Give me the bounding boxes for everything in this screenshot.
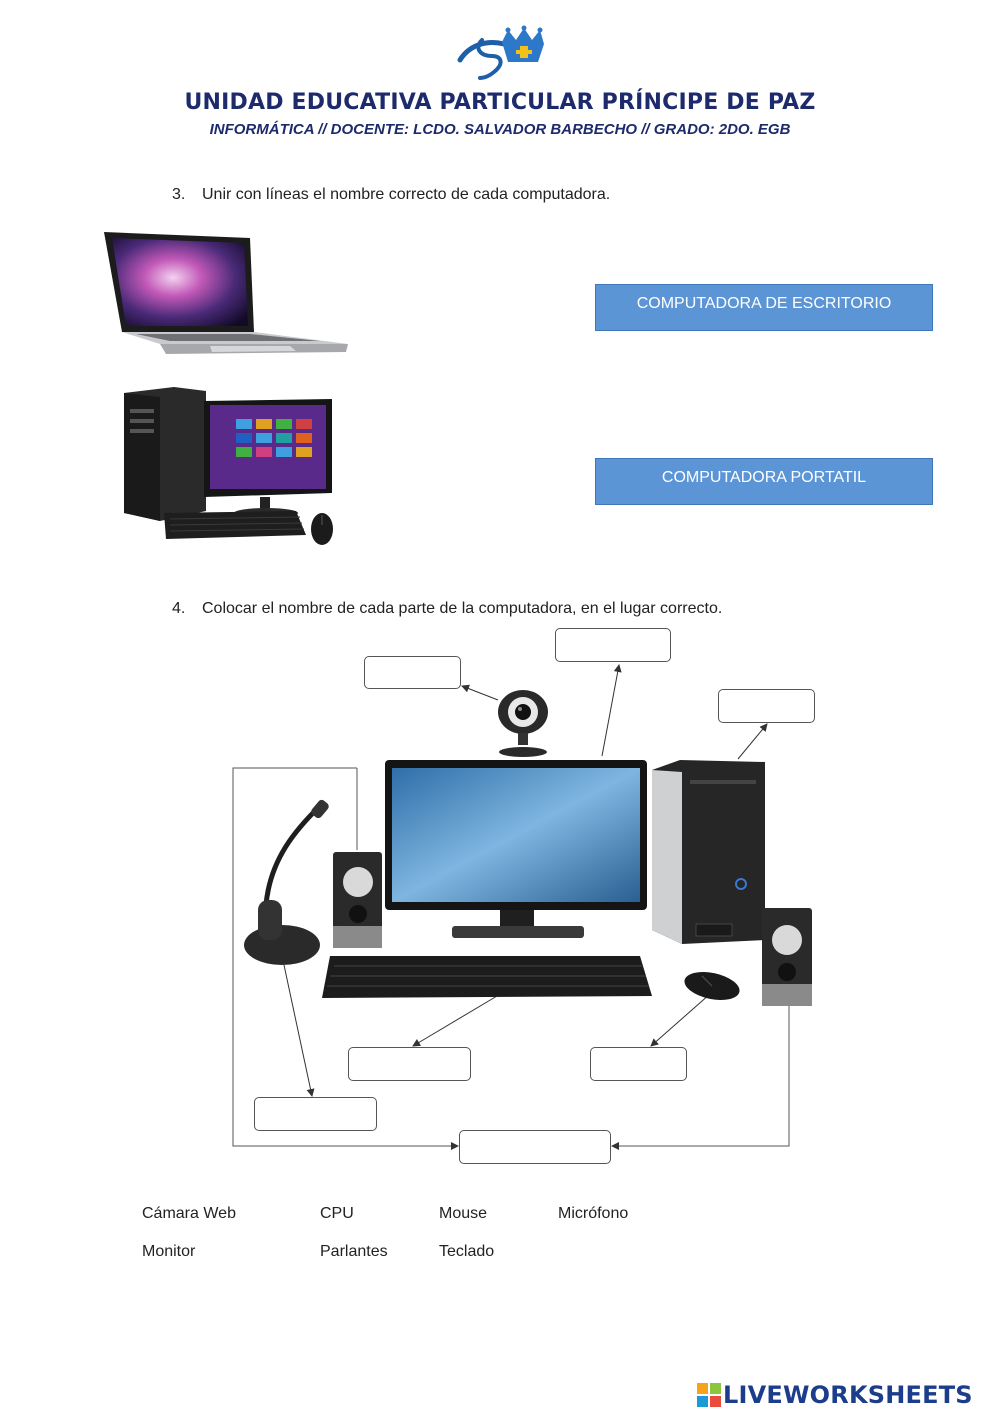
- question-3: 3. Unir con líneas el nombre correcto de …: [172, 186, 610, 204]
- cpu-tower-image: [652, 760, 765, 944]
- word-bank-item[interactable]: Parlantes: [320, 1243, 388, 1260]
- right-speaker-image: [762, 908, 812, 1006]
- webcam-image: [498, 690, 548, 757]
- mouse-image: [684, 972, 740, 1000]
- answer-box-cpu[interactable]: [718, 689, 815, 723]
- word-bank-item[interactable]: Mouse: [439, 1205, 488, 1222]
- school-name: UNIDAD EDUCATIVA PARTICULAR PRÍNCIPE DE …: [184, 90, 816, 115]
- liveworksheets-logo: LIVEWORKSHEETS: [697, 1381, 973, 1409]
- question-3-number: 3.: [172, 186, 186, 203]
- question-4: 4. Colocar el nombre de cada parte de la …: [172, 600, 722, 618]
- answer-box-keyboard[interactable]: [348, 1047, 471, 1081]
- question-4-text: Colocar el nombre de cada parte de la co…: [202, 600, 723, 617]
- left-speaker-image: [333, 852, 382, 948]
- answer-box-monitor[interactable]: [555, 628, 671, 662]
- liveworksheets-icon: [697, 1383, 721, 1407]
- question-3-text: Unir con líneas el nombre correcto de ca…: [202, 186, 611, 203]
- option-desktop-computer[interactable]: COMPUTADORA DE ESCRITORIO: [595, 284, 933, 331]
- school-logo: [457, 25, 544, 80]
- word-bank-item[interactable]: Monitor: [142, 1243, 196, 1260]
- watermark-text: LIVEWORKSHEETS: [723, 1381, 973, 1409]
- computer-parts-diagram: [232, 664, 812, 1150]
- word-bank-item[interactable]: CPU: [320, 1205, 354, 1222]
- answer-box-webcam[interactable]: [364, 656, 461, 689]
- course-subtitle: INFORMÁTICA // DOCENTE: LCDO. SALVADOR B…: [209, 121, 791, 138]
- desktop-computer-image: [124, 387, 333, 545]
- option-laptop-computer[interactable]: COMPUTADORA PORTATIL: [595, 458, 933, 505]
- answer-box-microphone[interactable]: [254, 1097, 377, 1131]
- microphone-image: [244, 799, 329, 965]
- answer-box-mouse[interactable]: [590, 1047, 687, 1081]
- laptop-image: [104, 232, 348, 354]
- word-bank-item[interactable]: Micrófono: [558, 1205, 629, 1222]
- word-bank-item[interactable]: Teclado: [439, 1243, 495, 1260]
- question-4-number: 4.: [172, 600, 186, 617]
- keyboard-image: [322, 956, 652, 998]
- answer-box-speakers[interactable]: [459, 1130, 611, 1164]
- monitor-image: [385, 760, 647, 938]
- word-bank-item[interactable]: Cámara Web: [142, 1205, 236, 1222]
